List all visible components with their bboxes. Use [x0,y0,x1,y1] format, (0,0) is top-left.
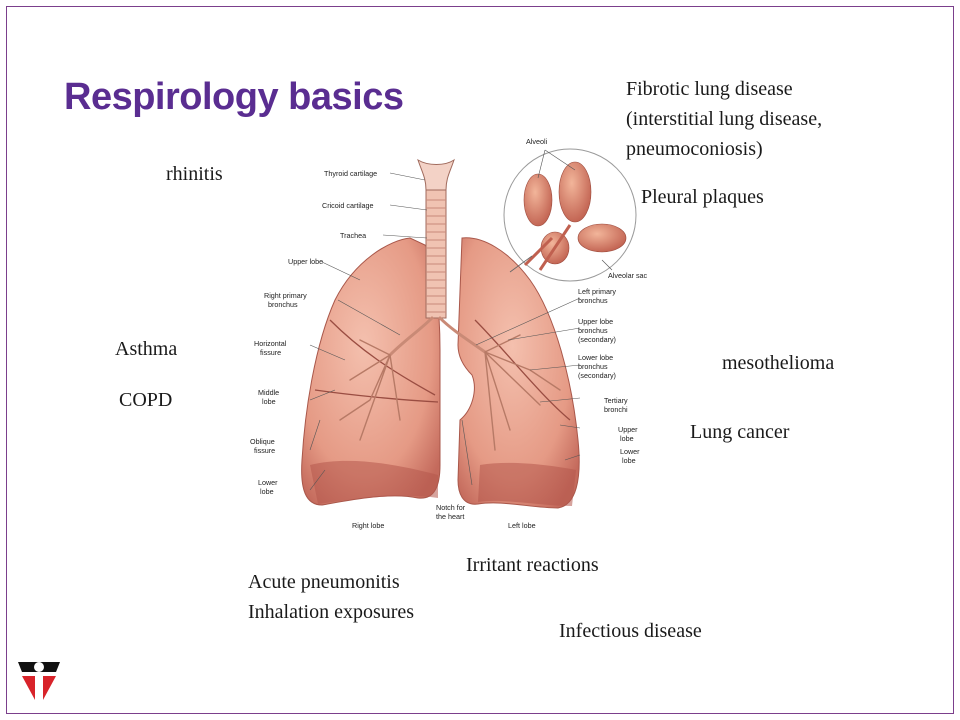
label-rhinitis: rhinitis [166,163,223,185]
label-alveolar-sac: Alveolar sac [608,271,648,280]
label-upper-lobe-left-1: Upper [618,425,638,434]
label-upper-lobe-bronchus-2: bronchus [578,326,608,335]
label-upper-lobe-right: Upper lobe [288,257,323,266]
fibrotic-line-2: (interstitial lung disease, [626,108,823,130]
label-horizontal-fissure-2: fissure [260,348,281,357]
fibrotic-line-3: pneumoconiosis) [626,138,763,160]
label-acute-pneumonitis: Acute pneumonitis Inhalation exposures [248,567,414,627]
label-trachea: Trachea [340,231,366,240]
label-right-primary-bronchus-1: Right primary [264,291,307,300]
trachea [425,189,447,319]
bronchial-tree [388,316,487,357]
label-infectious-disease: Infectious disease [559,620,702,642]
label-right-lobe: Right lobe [352,521,384,530]
label-upper-lobe-bronchus-3: (secondary) [578,335,616,344]
label-left-lobe: Left lobe [508,521,536,530]
fibrotic-line-1: Fibrotic lung disease [626,78,793,100]
lung-anatomy-diagram: Alveoli Thyroid cartilage Cricoid cartil… [250,137,648,530]
label-lower-lobe-right-1: Lower [258,478,278,487]
label-tertiary-bronchi-1: Tertiary [604,396,628,405]
left-lung [457,237,580,509]
label-oblique-fissure-1: Oblique [250,437,275,446]
label-left-primary-bronchus-2: bronchus [578,296,608,305]
label-lower-lobe-left-2: lobe [622,456,636,465]
label-cricoid-cartilage: Cricoid cartilage [322,201,374,210]
label-notch-2: the heart [436,512,464,521]
label-right-primary-bronchus-2: bronchus [268,300,298,309]
label-lower-lobe-bronchus-1: Lower lobe [578,353,613,362]
label-left-primary-bronchus-1: Left primary [578,287,616,296]
organization-logo [18,662,60,700]
label-fibrotic-lung-disease: Fibrotic lung disease (interstitial lung… [626,74,822,164]
label-lower-lobe-bronchus-2: bronchus [578,362,608,371]
label-asthma: Asthma [115,338,178,360]
label-upper-lobe-left-2: lobe [620,434,634,443]
label-thyroid-cartilage: Thyroid cartilage [324,169,377,178]
label-lower-lobe-bronchus-3: (secondary) [578,371,616,380]
label-lung-cancer: Lung cancer [690,421,790,443]
label-notch-1: Notch for [436,503,466,512]
larynx [417,158,455,191]
label-oblique-fissure-2: fissure [254,446,275,455]
label-horizontal-fissure-1: Horizontal [254,339,287,348]
slide-title: Respirology basics [64,76,404,118]
label-mesothelioma: mesothelioma [722,352,835,374]
label-middle-lobe-2: lobe [262,397,276,406]
label-tertiary-bronchi-2: bronchi [604,405,628,414]
label-pleural-plaques: Pleural plaques [641,186,764,208]
label-irritant-reactions: Irritant reactions [466,554,599,576]
label-lower-lobe-left-1: Lower [620,447,640,456]
label-lower-lobe-right-2: lobe [260,487,274,496]
inhalation-exposures: Inhalation exposures [248,601,415,623]
label-alveoli: Alveoli [526,137,548,146]
slide-frame [6,6,954,714]
acute-pneumonitis: Acute pneumonitis [248,571,400,593]
right-lung [301,237,441,506]
label-copd: COPD [119,389,173,411]
label-upper-lobe-bronchus-1: Upper lobe [578,317,613,326]
label-middle-lobe-1: Middle [258,388,279,397]
